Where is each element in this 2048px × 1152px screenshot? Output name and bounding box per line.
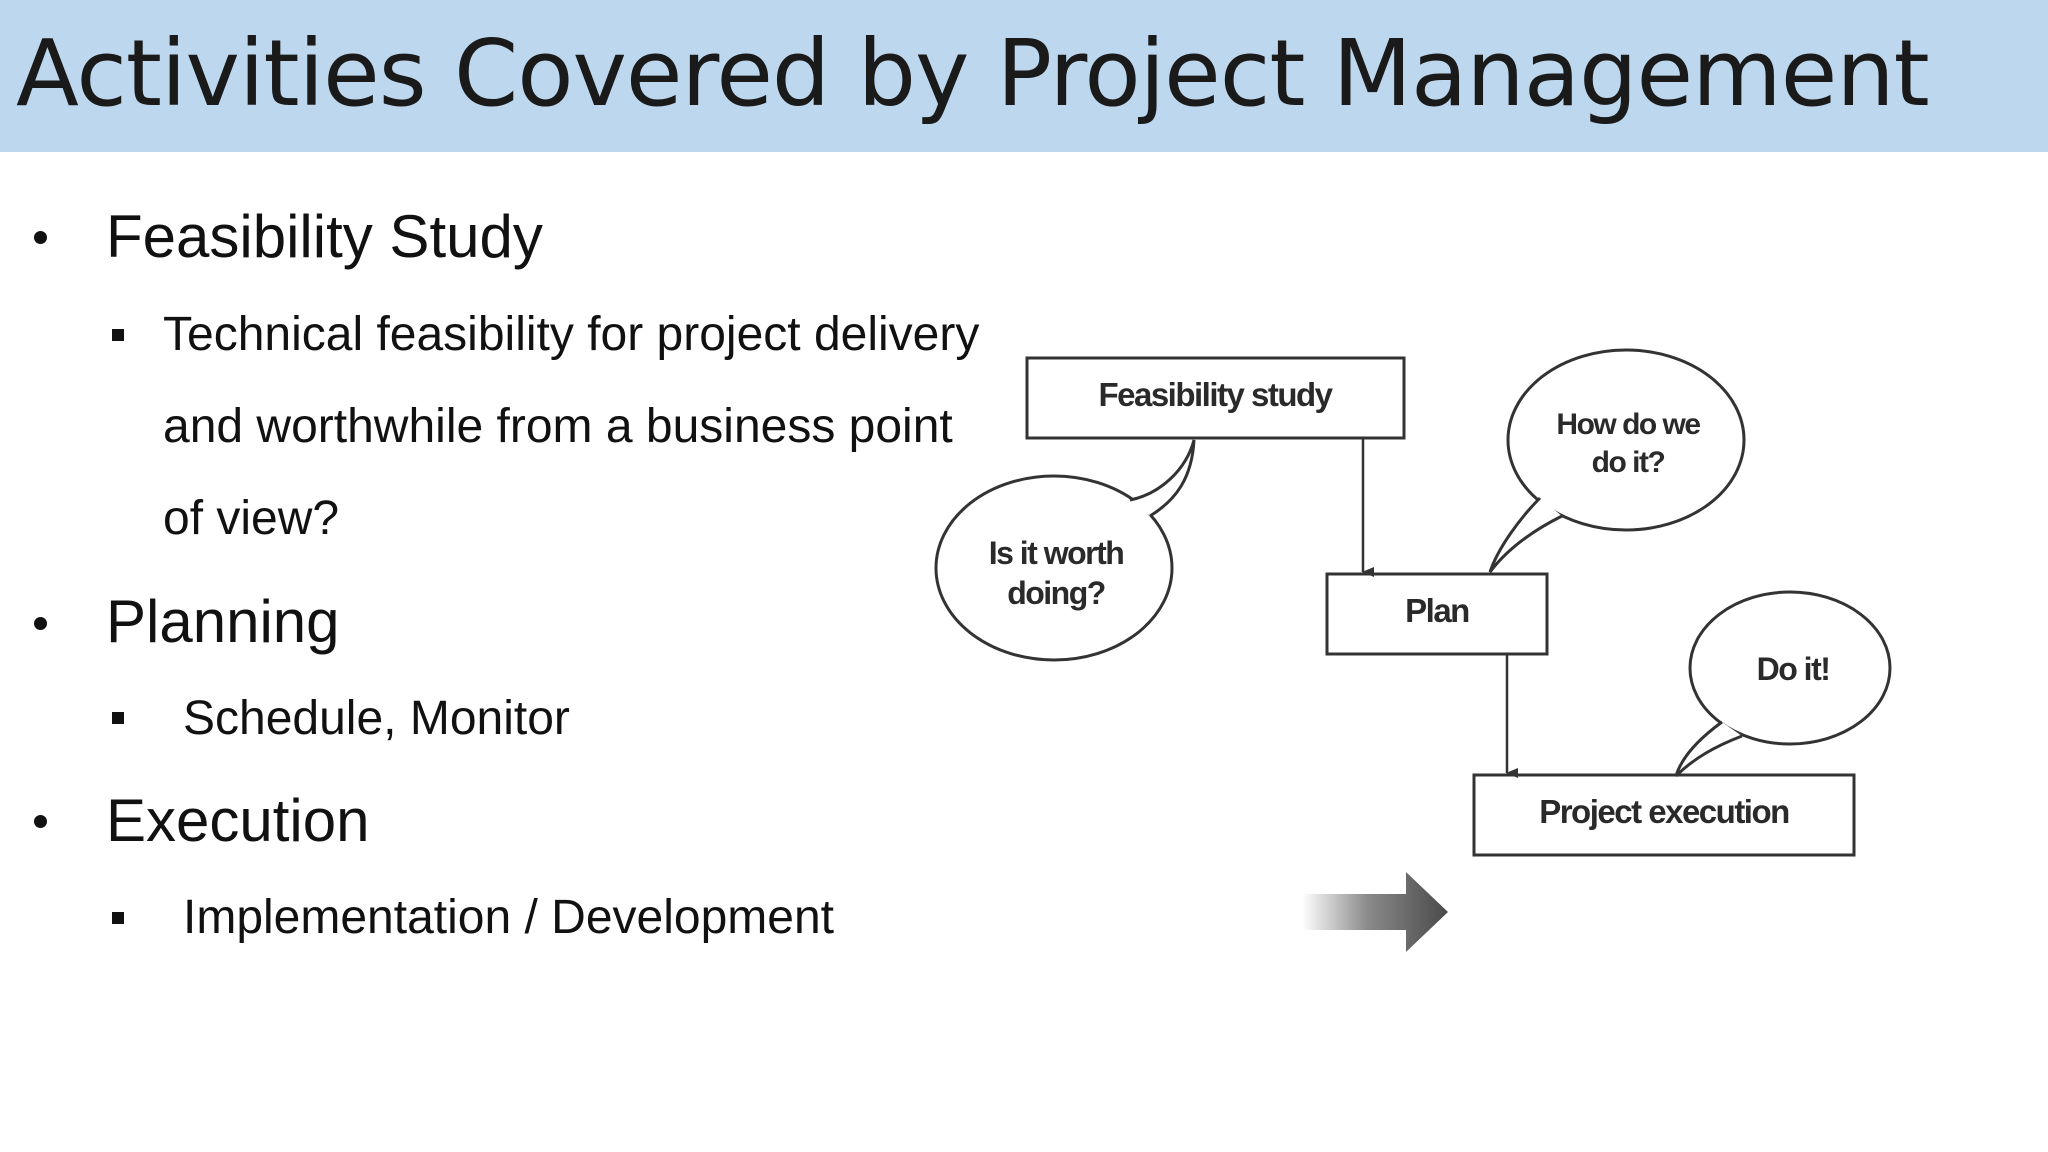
box-project-execution-label: Project execution — [1539, 793, 1789, 830]
sub-bullet-feasibility-line3: of view? — [163, 492, 340, 545]
bubble-tail-doit — [1674, 720, 1743, 778]
bullet-square-icon — [112, 329, 124, 341]
bubble-do-it — [1688, 590, 1892, 746]
box-project-execution — [1472, 773, 1856, 857]
bubble-doit-label: Do it! — [1757, 651, 1830, 687]
bullet-dot-icon — [34, 617, 47, 630]
sub-bullet-feasibility-line2: and worthwhile from a business point — [163, 400, 953, 453]
box-feasibility-study — [1025, 356, 1406, 440]
bubble-is-it-worth-doing — [934, 474, 1174, 662]
bullet-square-icon — [112, 712, 124, 724]
slide-title: Activities Covered by Project Management — [16, 20, 1930, 127]
bubble-tail-how — [1488, 496, 1563, 573]
bullet-feasibility-study: Feasibility Study — [106, 203, 543, 270]
title-bar: Activities Covered by Project Management — [0, 0, 2048, 152]
bubble-worth-line2: doing? — [1007, 575, 1105, 611]
bullet-planning: Planning — [106, 588, 340, 655]
bubble-tail-worth — [1129, 439, 1196, 518]
bubble-how-do-we-do-it — [1506, 348, 1746, 532]
box-plan-label: Plan — [1405, 592, 1469, 629]
sub-bullet-feasibility-line1: Technical feasibility for project delive… — [163, 308, 980, 361]
bullet-square-icon — [112, 912, 124, 924]
bubble-how-line1: How do we — [1556, 408, 1700, 441]
bubble-how-line2: do it? — [1592, 446, 1665, 479]
bubble-worth-line1: Is it worth — [989, 535, 1124, 571]
sub-bullet-planning: Schedule, Monitor — [183, 692, 570, 745]
gradient-arrow-icon — [1302, 872, 1448, 952]
box-feasibility-study-label: Feasibility study — [1098, 376, 1333, 413]
sub-bullet-execution: Implementation / Development — [183, 891, 834, 944]
bullet-dot-icon — [34, 815, 47, 828]
bullet-execution: Execution — [106, 787, 370, 854]
bullet-dot-icon — [34, 231, 47, 244]
box-plan — [1325, 572, 1549, 656]
